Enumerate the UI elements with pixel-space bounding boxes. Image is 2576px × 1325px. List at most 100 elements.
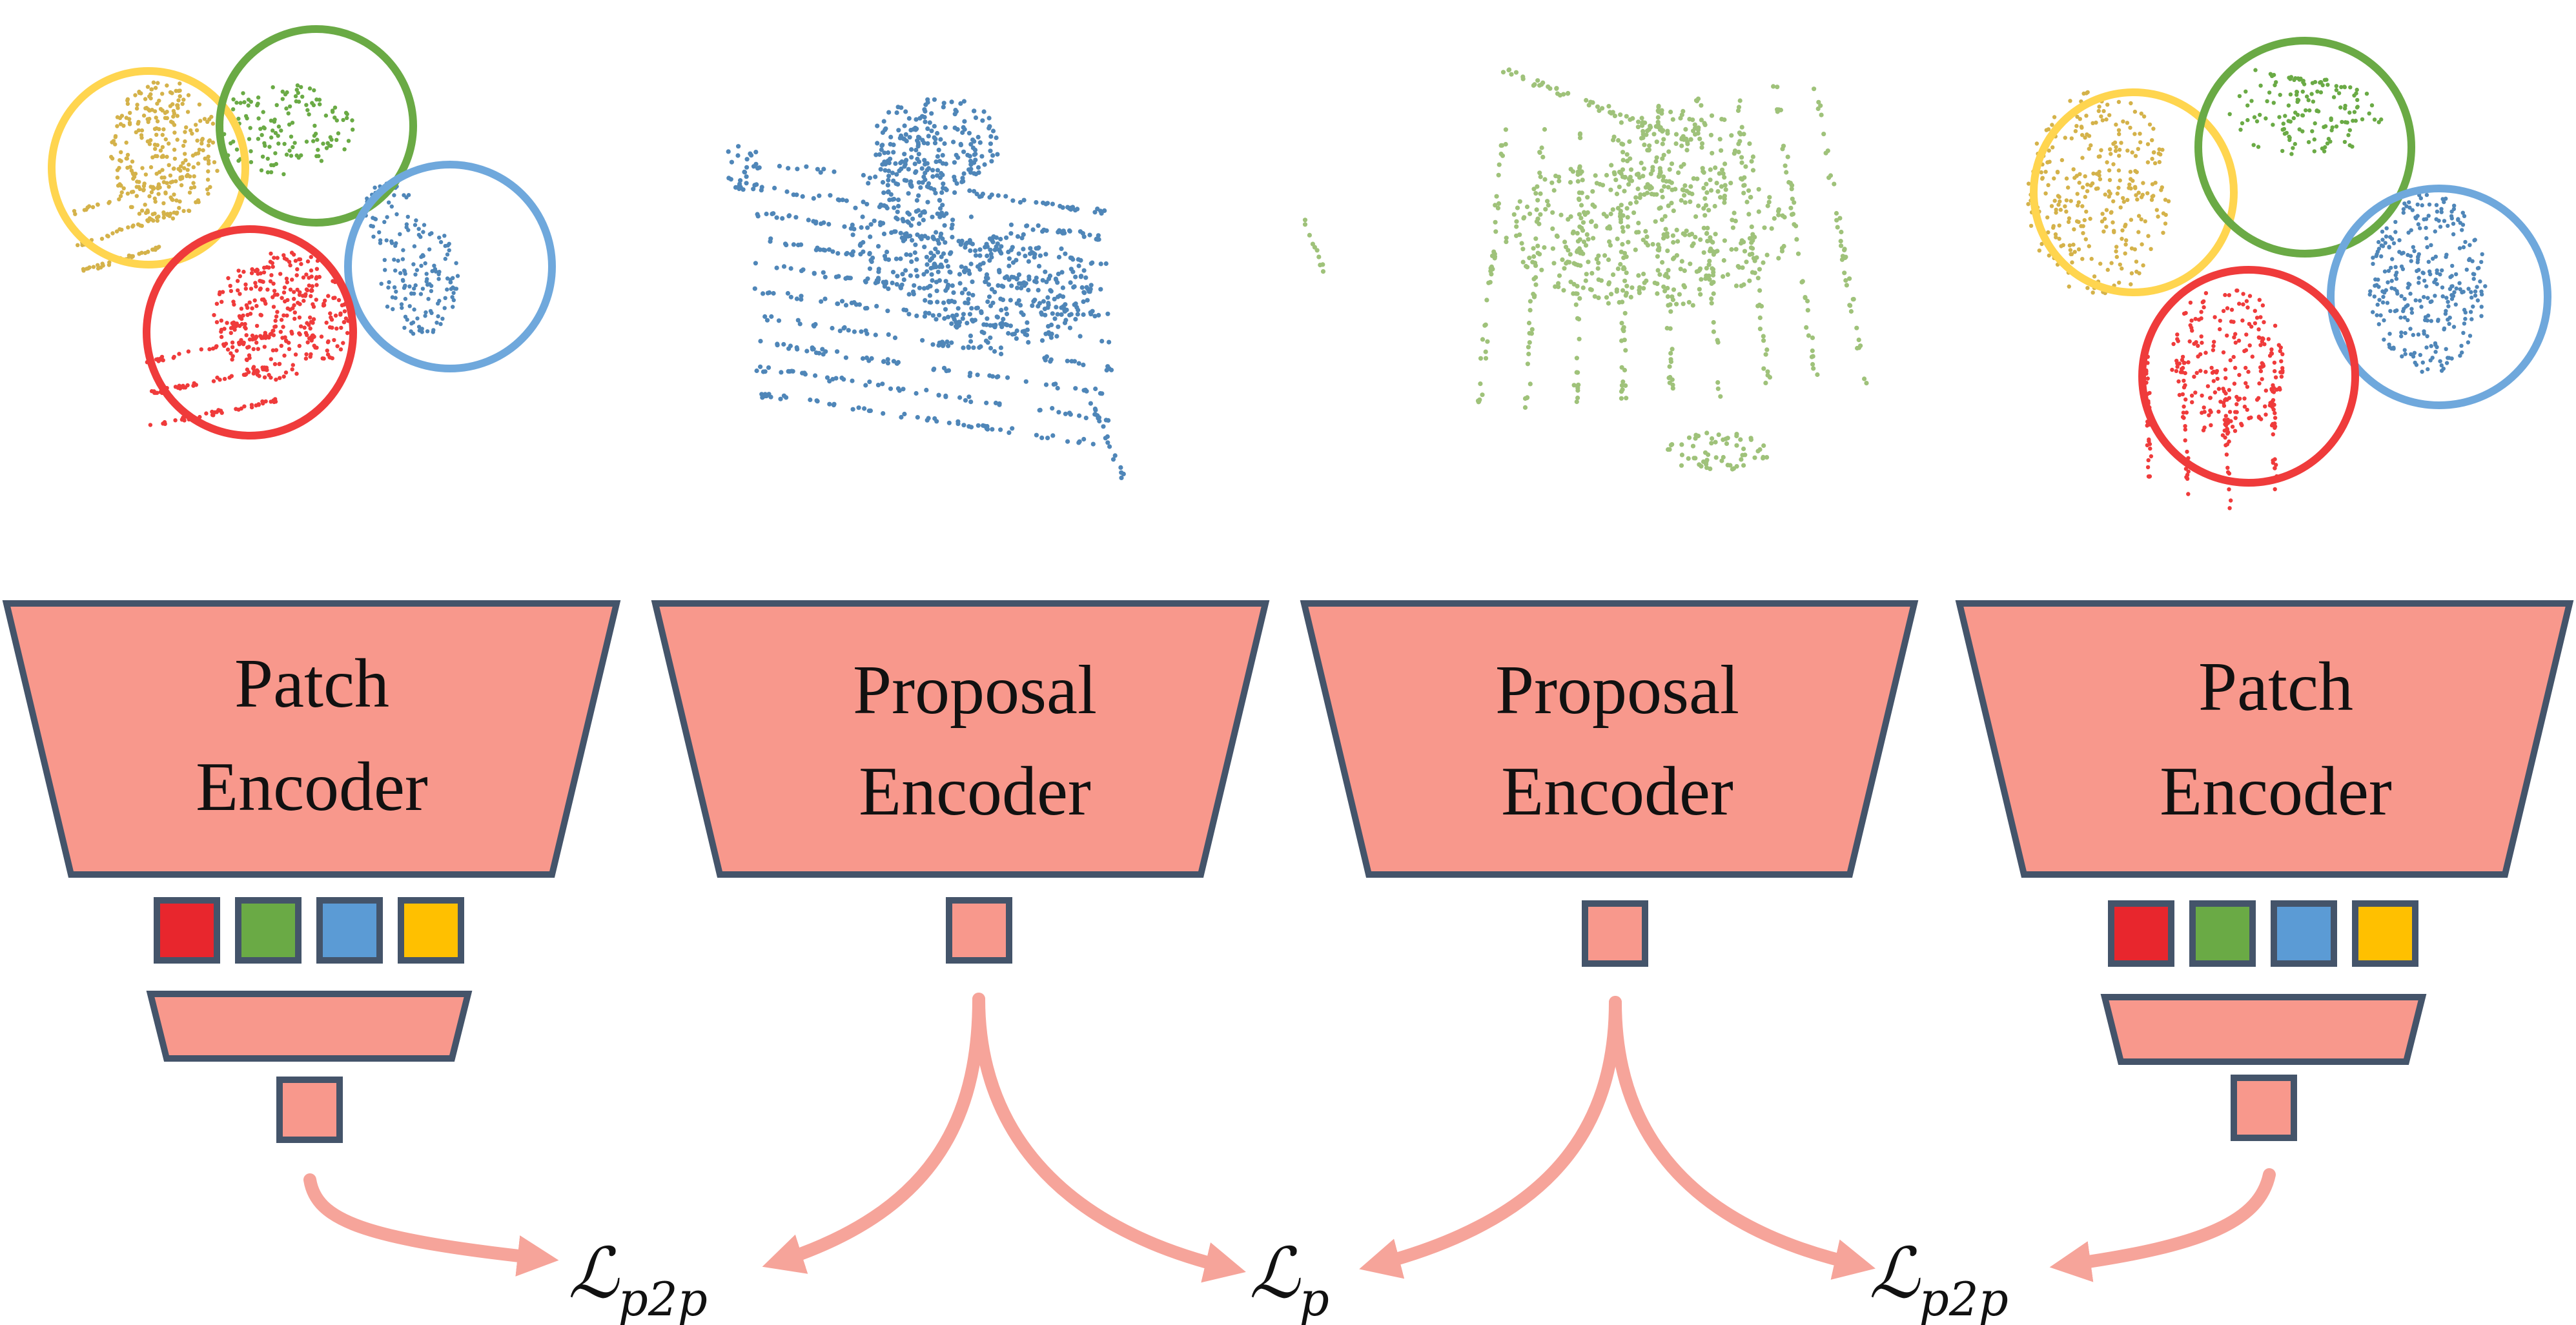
point	[2117, 154, 2121, 158]
point	[906, 292, 912, 297]
point	[957, 395, 963, 400]
point	[2479, 305, 2484, 309]
point	[90, 205, 96, 210]
point	[2272, 360, 2277, 365]
point	[2084, 209, 2089, 214]
point	[2469, 295, 2474, 300]
point	[2245, 103, 2250, 108]
point	[2433, 278, 2438, 282]
point	[443, 243, 447, 248]
point	[2422, 278, 2427, 283]
point	[1639, 160, 1644, 166]
point	[308, 326, 312, 331]
point	[1749, 159, 1754, 164]
point	[2244, 89, 2248, 94]
point	[310, 284, 314, 288]
point	[261, 401, 265, 406]
point	[125, 191, 130, 196]
point	[245, 358, 249, 362]
point	[231, 97, 236, 102]
point	[886, 110, 892, 115]
point	[2251, 143, 2256, 147]
point	[244, 303, 249, 308]
point	[1568, 252, 1573, 257]
point	[2409, 228, 2413, 232]
point	[884, 249, 890, 254]
encoder-label-line2: Encoder	[859, 753, 1091, 830]
point	[2273, 416, 2278, 420]
point	[914, 257, 919, 262]
point	[314, 267, 320, 271]
point	[267, 265, 271, 270]
point	[823, 274, 828, 279]
point	[2123, 251, 2127, 256]
point	[1659, 217, 1664, 222]
point	[237, 342, 241, 347]
point	[1533, 263, 1538, 268]
point	[830, 249, 835, 254]
point	[155, 218, 160, 223]
point	[895, 203, 901, 208]
point	[879, 147, 884, 152]
point	[2120, 236, 2124, 241]
point	[1679, 143, 1684, 148]
point	[1557, 93, 1563, 98]
point	[757, 165, 762, 170]
point	[1721, 258, 1726, 263]
point	[1624, 254, 1629, 259]
point	[1606, 257, 1611, 263]
point	[1839, 257, 1845, 262]
point	[2367, 292, 2372, 297]
point	[170, 216, 176, 221]
point	[966, 130, 972, 136]
point	[895, 386, 901, 391]
point	[1699, 145, 1704, 150]
point	[943, 161, 948, 167]
point	[1119, 470, 1124, 475]
point	[1575, 230, 1580, 236]
point	[2203, 291, 2209, 296]
point	[1583, 243, 1589, 248]
point	[2096, 186, 2100, 191]
point	[1061, 228, 1066, 234]
point	[2382, 269, 2387, 274]
point	[299, 85, 303, 90]
point	[2200, 410, 2204, 415]
point	[204, 411, 209, 416]
point	[2080, 156, 2085, 160]
point	[1783, 163, 1788, 168]
point	[744, 174, 749, 179]
point	[1682, 193, 1687, 198]
point	[1653, 159, 1659, 164]
point	[330, 108, 335, 113]
point	[925, 167, 930, 173]
point	[177, 206, 181, 210]
point	[208, 185, 212, 189]
point	[781, 341, 786, 347]
point	[1556, 174, 1562, 179]
point	[2076, 203, 2080, 208]
point	[2460, 350, 2464, 355]
point	[1636, 273, 1641, 278]
point	[248, 126, 252, 130]
point	[937, 159, 943, 164]
point	[149, 190, 154, 195]
point	[222, 327, 227, 331]
point	[902, 411, 907, 417]
point	[1736, 141, 1741, 147]
point	[2400, 354, 2404, 359]
point	[1546, 203, 1551, 208]
point	[2377, 120, 2381, 125]
point	[118, 122, 123, 126]
point	[937, 312, 942, 318]
point	[1710, 150, 1715, 156]
point	[249, 149, 253, 154]
point	[950, 217, 956, 223]
point	[2049, 204, 2054, 208]
point	[1085, 298, 1090, 303]
point	[1794, 223, 1799, 228]
point	[1670, 297, 1675, 303]
point	[2271, 407, 2276, 412]
point	[2279, 359, 2284, 363]
point	[1050, 201, 1055, 207]
